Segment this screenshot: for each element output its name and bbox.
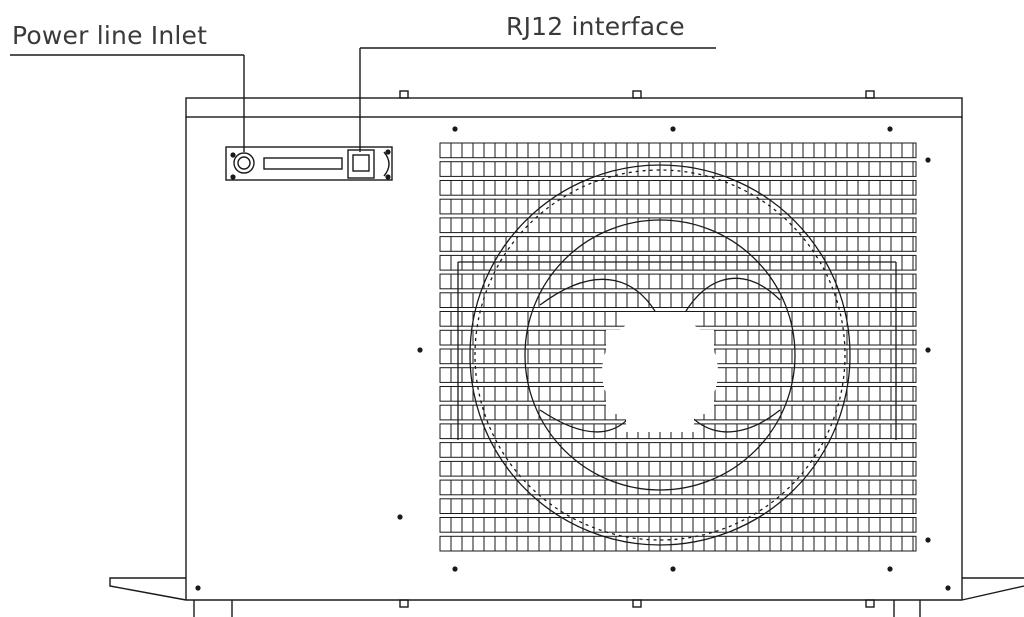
- screw: [925, 157, 931, 163]
- screw: [195, 585, 201, 591]
- screw: [230, 152, 236, 158]
- power-inlet-leader-line: [10, 54, 245, 152]
- screw: [925, 347, 931, 353]
- mounting-screws: [195, 126, 951, 591]
- screw: [925, 537, 931, 543]
- screw: [385, 174, 391, 180]
- power-inlet-connector: [233, 152, 255, 174]
- connection-panel: [225, 146, 393, 181]
- left-foot: [109, 577, 233, 617]
- screw: [417, 347, 423, 353]
- power-line-inlet-label: Power line Inlet: [12, 21, 208, 50]
- screw: [230, 174, 236, 180]
- screw: [670, 126, 676, 132]
- screw: [945, 585, 951, 591]
- screw: [385, 149, 391, 155]
- screw: [452, 126, 458, 132]
- rj12-port: [347, 149, 375, 179]
- rj12-leader-line: [359, 47, 716, 152]
- screw: [670, 566, 676, 572]
- screw: [887, 126, 893, 132]
- unit-cabinet: [185, 90, 963, 608]
- screw: [887, 566, 893, 572]
- screw: [452, 566, 458, 572]
- right-foot: [893, 577, 1024, 617]
- screw: [397, 514, 403, 520]
- terminal-strip: [263, 157, 343, 170]
- rj12-interface-label: RJ12 interface: [506, 12, 685, 41]
